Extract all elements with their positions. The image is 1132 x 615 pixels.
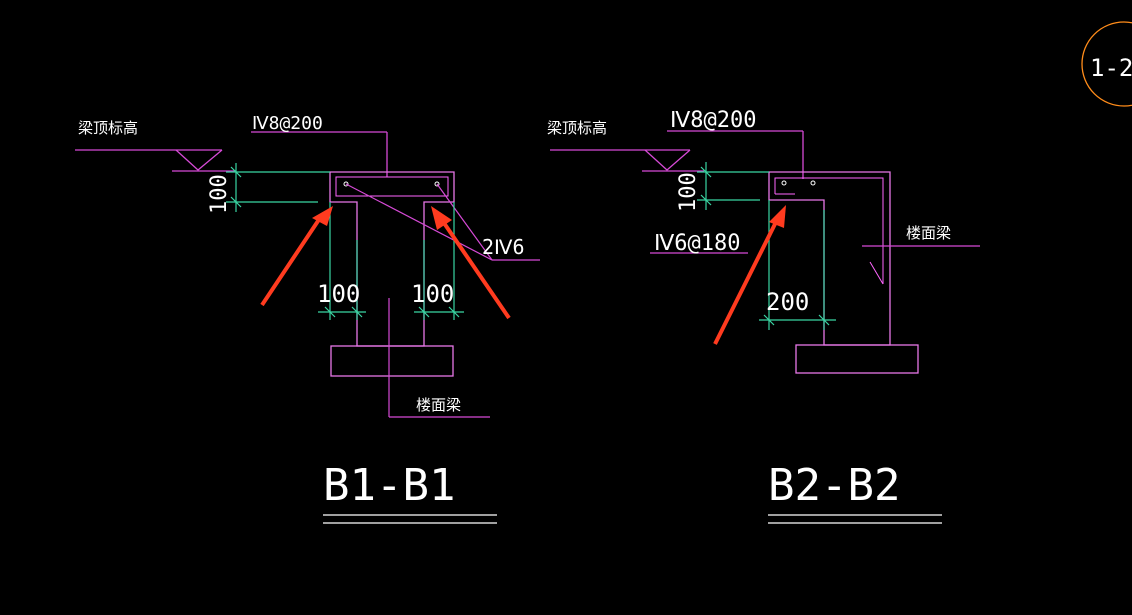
- b1-dim-right-label: 100: [411, 280, 454, 308]
- b2-red-arrow: [713, 205, 786, 345]
- b2-concrete-outline: [768, 171, 891, 346]
- b1-floor-beam: [330, 345, 454, 377]
- b1-beam-top-label: 梁顶标高: [78, 120, 138, 137]
- b2-floor-beam: [795, 344, 919, 374]
- b2-tie-label: Ⅳ6@180: [654, 231, 741, 256]
- section-b1: 梁顶标高 Ⅳ8@200 2Ⅳ6 100: [75, 113, 540, 524]
- b1-rebar-right: [434, 181, 440, 187]
- b1-red-arrow-right: [431, 206, 511, 320]
- elevation-symbol: [75, 149, 236, 172]
- b1-title-underline: [323, 514, 497, 524]
- b1-dim-web: [318, 202, 464, 320]
- b2-dim-height: [697, 162, 769, 210]
- b2-elevation-symbol: [550, 149, 704, 172]
- b2-title-underline: [768, 514, 942, 524]
- b1-section-title: B1-B1: [323, 460, 455, 511]
- b2-rebar-left: [781, 180, 787, 186]
- b2-beam-top-label: 梁顶标高: [547, 120, 607, 137]
- detail-bubble-label: 1-24: [1090, 54, 1132, 82]
- b1-floor-beam-leader: [388, 298, 490, 418]
- b1-dim-height-label: 100: [207, 174, 232, 214]
- b2-stirrup-label: Ⅳ8@200: [670, 108, 757, 133]
- b1-floor-beam-label: 楼面梁: [416, 397, 461, 414]
- b1-stirrup-label: Ⅳ8@200: [252, 113, 323, 134]
- b2-dim-bottom-label: 200: [766, 288, 809, 316]
- b1-stirrup: [335, 176, 449, 197]
- b1-red-arrow-left: [260, 206, 333, 307]
- b2-rebar-right: [810, 180, 816, 186]
- b1-dim-left-label: 100: [317, 280, 360, 308]
- b2-dim-bottom: [759, 200, 836, 330]
- section-b2: 梁顶标高 Ⅳ8@200 Ⅳ6@180 楼面梁: [547, 108, 980, 524]
- stirrup-leader: [251, 131, 388, 177]
- b2-section-title: B2-B2: [768, 460, 900, 511]
- b2-dim-height-label: 100: [676, 172, 701, 212]
- b2-floor-beam-label: 楼面梁: [906, 225, 951, 242]
- detail-bubble-circle: [1081, 21, 1132, 107]
- b2-rebar-cage: [774, 177, 884, 285]
- detail-bubble: 1-24: [1081, 21, 1132, 107]
- b1-rebar-leader: [345, 183, 540, 261]
- b1-dim-height: [226, 163, 330, 212]
- b2-stirrup-leader: [667, 130, 804, 179]
- b1-rebar-left: [343, 181, 349, 187]
- b1-concrete-outline: [329, 171, 455, 347]
- b1-rebar-label: 2Ⅳ6: [482, 235, 525, 259]
